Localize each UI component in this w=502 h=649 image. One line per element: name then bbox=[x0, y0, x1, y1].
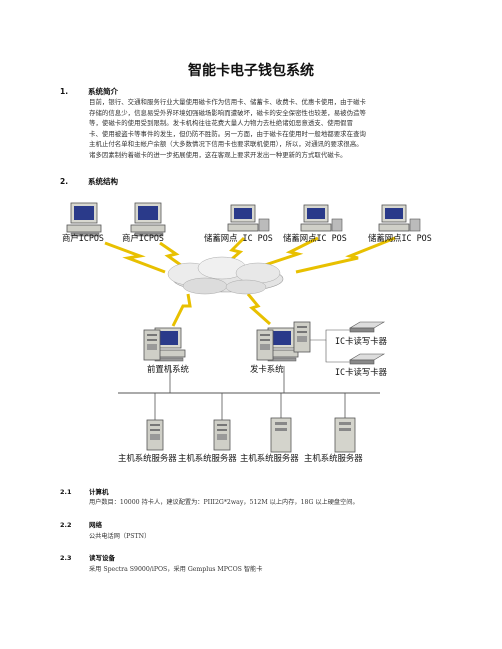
paragraph-line: 卡、使用被盗卡等事件的发生，但仍防不胜防。另一方面，由于磁卡在使用时一般地都要求… bbox=[89, 129, 366, 138]
savings-pos-terminal bbox=[300, 204, 343, 232]
paragraph-line: 诸多因素制约着磁卡的进一步拓展使用，这在客观上要求开发出一种更新的方式取代磁卡。 bbox=[89, 150, 347, 159]
reader-label: IC卡读写卡器 bbox=[335, 367, 388, 377]
section-1-heading: 1. 系统简介 bbox=[60, 86, 118, 97]
terminal-label: 储蓄网点IC POS bbox=[368, 233, 432, 243]
section-number: 2. bbox=[60, 177, 69, 186]
subsection-2-1-heading: 2.1 计算机 bbox=[60, 486, 109, 496]
paragraph-line: 目前，银行、交通和服务行业大量使用磁卡作为信用卡、储蓄卡、收费卡、优惠卡使用，由… bbox=[89, 98, 366, 106]
subsection-title: 读写设备 bbox=[89, 554, 115, 562]
section-2-heading: 2. 系统结构 bbox=[60, 176, 118, 187]
intro-paragraph: 目前，银行、交通和服务行业大量使用磁卡作为信用卡、储蓄卡、收费卡、优惠卡使用，由… bbox=[89, 97, 441, 160]
front-end-tower-icon bbox=[143, 329, 161, 361]
server-label: 主机系统服务器 bbox=[240, 453, 299, 463]
paragraph-line: 主机止付名单和主帐户余额（大多数情况下信用卡也要求联机使用），所以，对通讯的要求… bbox=[89, 140, 363, 148]
subsection-2-3-heading: 2.3 读写设备 bbox=[60, 552, 115, 562]
issuer-tower-icon bbox=[256, 329, 274, 361]
subsection-2-2-text: 公共电话网（PSTN） bbox=[89, 533, 151, 540]
reader-cable bbox=[325, 340, 350, 363]
subsection-number: 2.3 bbox=[60, 554, 72, 562]
subsection-2-2-heading: 2.2 网络 bbox=[60, 519, 102, 529]
savings-pos-terminal bbox=[378, 204, 421, 232]
card-reader-icon bbox=[349, 353, 385, 365]
subsection-title: 网络 bbox=[89, 521, 102, 529]
subsection-number: 2.1 bbox=[60, 488, 72, 496]
network-cloud bbox=[167, 256, 284, 295]
subsection-2-3-text: 采用 Spectra S9000/iPOS，采用 Gemplus MPCOS 智… bbox=[89, 566, 263, 573]
paragraph-line: 等，使磁卡的使用受到限制。发卡机构往往花费大量人力物力去杜绝诸如恶意透支、使用假… bbox=[89, 119, 354, 127]
terminal-label: 储蓄网点 IC POS bbox=[204, 233, 273, 243]
host-server-icon bbox=[270, 417, 292, 453]
section-number: 1. bbox=[60, 87, 69, 96]
issuer-server-icon bbox=[293, 321, 311, 353]
host-server-icon bbox=[146, 419, 164, 451]
terminal-label: 商户ICPOS bbox=[62, 233, 104, 243]
front-end-label: 前置机系统 bbox=[147, 364, 189, 374]
terminal-label: 商户ICPOS bbox=[122, 233, 164, 243]
server-label: 主机系统服务器 bbox=[118, 453, 177, 463]
merchant-pos-terminal bbox=[130, 202, 166, 237]
reader-label: IC卡读写卡器 bbox=[335, 336, 388, 346]
paragraph-line: 存储的信息少，信息易受外界环境如强磁场影响而遭破坏，磁卡的安全保密性也较差，易被… bbox=[89, 108, 366, 117]
section-title: 系统简介 bbox=[88, 87, 118, 96]
merchant-pos-terminal bbox=[66, 202, 102, 237]
reader-cable bbox=[310, 329, 350, 341]
network-link bbox=[104, 236, 396, 327]
host-server-icon bbox=[334, 417, 356, 453]
terminal-label: 储蓄网点IC POS bbox=[283, 233, 347, 243]
host-server-icon bbox=[213, 419, 231, 451]
section-title: 系统结构 bbox=[88, 177, 118, 186]
subsection-title: 计算机 bbox=[89, 488, 109, 496]
page-title: 智能卡电子钱包系统 bbox=[188, 63, 314, 79]
server-label: 主机系统服务器 bbox=[178, 453, 237, 463]
issuer-label: 发卡系统 bbox=[250, 364, 284, 374]
savings-pos-terminal bbox=[227, 204, 270, 232]
subsection-2-1-text: 用户数目：10000 持卡人，建议配置为：PIII2G*2way，512M 以上… bbox=[89, 499, 359, 506]
card-reader-icon bbox=[349, 321, 385, 333]
subsection-number: 2.2 bbox=[60, 521, 72, 529]
server-label: 主机系统服务器 bbox=[304, 453, 363, 463]
